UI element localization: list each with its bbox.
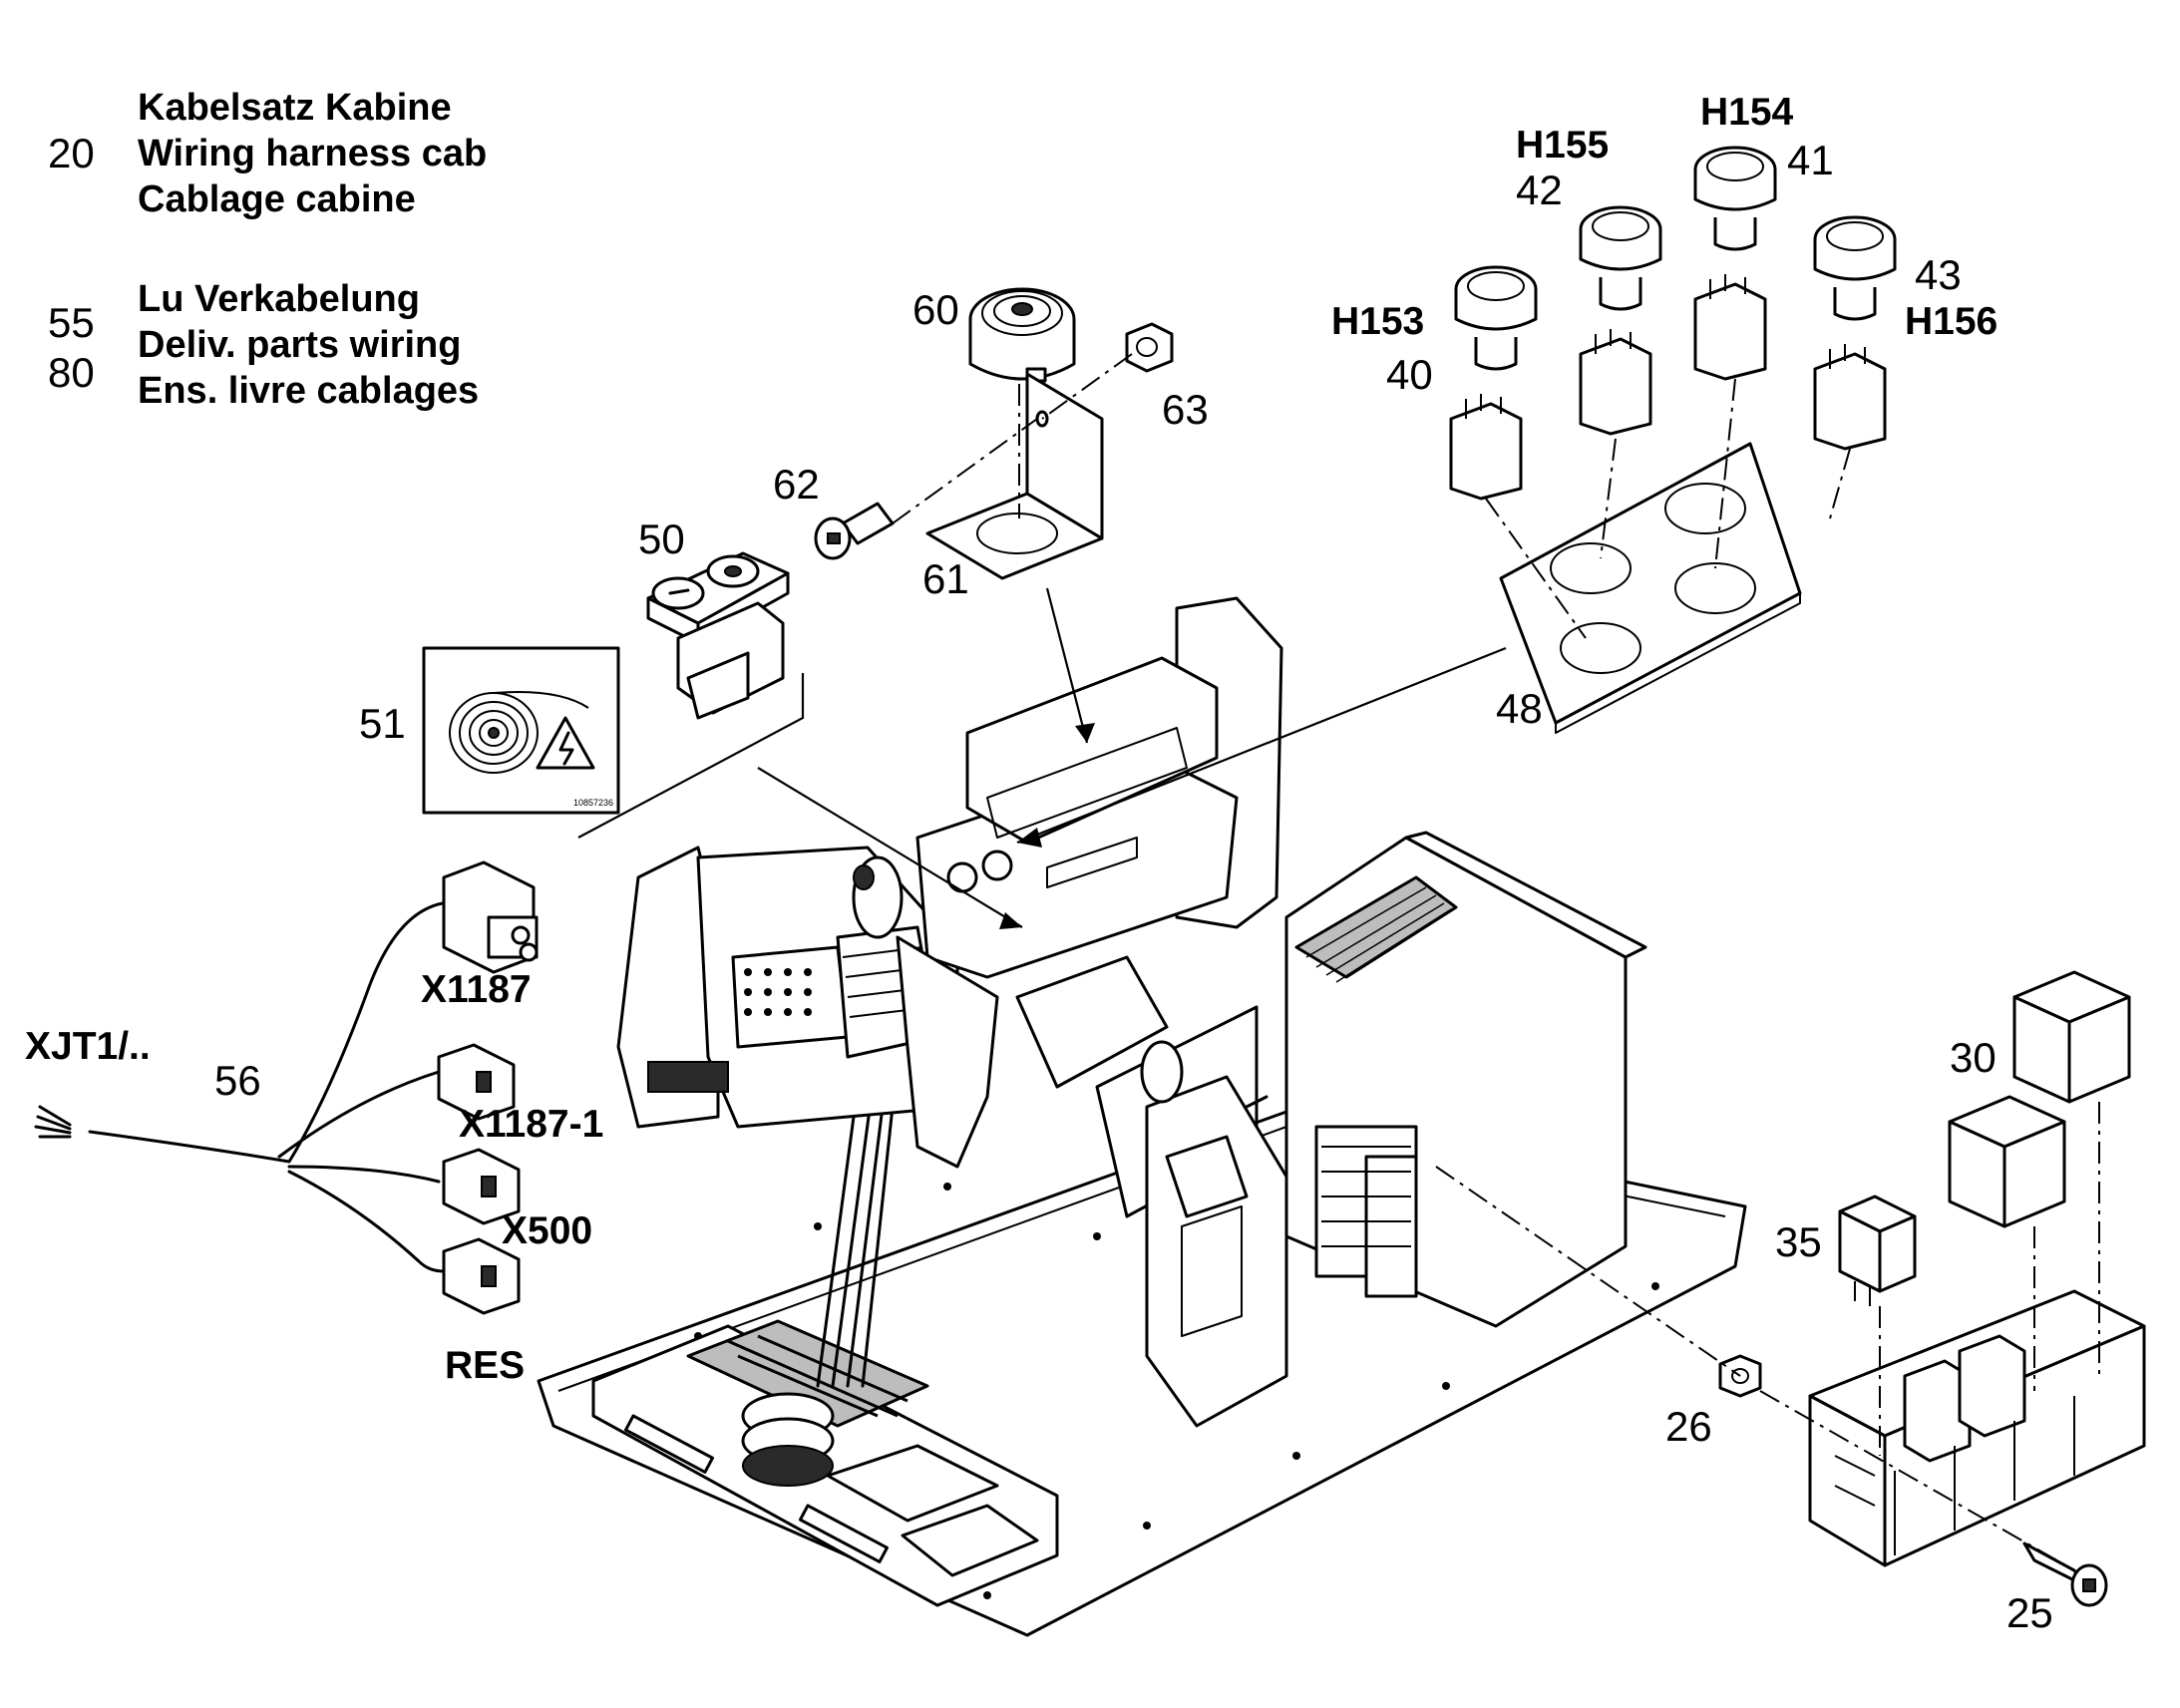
legend-item-20-line-de: Kabelsatz Kabine [138,87,452,129]
connector-x500 [442,1148,521,1225]
part-label-51: 51 [359,700,406,747]
legend: 20 Kabelsatz Kabine Wiring harness cab C… [48,87,487,412]
legend-item-20-number: 20 [48,130,95,176]
part-label-26: 26 [1665,1403,1712,1450]
part-label-63: 63 [1162,386,1209,433]
part-30-relay-lower [1948,1095,2066,1228]
part-label-56: 56 [214,1057,261,1104]
part-62-screw [814,502,895,560]
connector-x1187-1 [437,1043,516,1121]
part-label-50: 50 [638,515,685,562]
part-label-30: 30 [1950,1034,1997,1081]
part-label-48: 48 [1496,685,1543,732]
lamp-code-h156: H156 [1905,300,1998,343]
leader-lines [577,587,1507,929]
lamp-code-h153: H153 [1331,300,1424,343]
connector-label-x500: X500 [502,1209,592,1252]
part-label-25: 25 [2006,1589,2053,1636]
part-label-62: 62 [773,461,820,508]
part-40-lamp-button [1449,265,1538,501]
part-41-lamp-button [1693,146,1777,381]
warning-sticker-code: 10857236 [573,798,613,808]
warning-lightning-icon [536,716,595,770]
legend-item-55-line-fr: Ens. livre cablages [138,370,479,412]
legend-item-55-line-en: Deliv. parts wiring [138,324,461,366]
legend-item-55-line-de: Lu Verkabelung [138,278,420,320]
pedal-assembly [591,1085,1059,1607]
part-50-switch [646,551,790,720]
part-35-relay [1838,1195,1917,1306]
legend-item-20-line-fr: Cablage cabine [138,178,416,220]
legend-item-80-number: 80 [48,349,95,396]
part-43-lamp-button [1813,215,1897,451]
part-42-lamp-button [1579,205,1662,436]
xjt1-plug-icon [34,1105,72,1139]
lamp-code-h155: H155 [1516,124,1609,167]
relay-base-40 [1449,394,1523,501]
part-63-nut [1125,322,1174,373]
part-61-bracket [925,372,1104,580]
cab-electrical-block [1140,831,1647,1428]
part-48-panel-plate [1499,442,1802,734]
part-label-61: 61 [922,555,969,602]
part-label-60: 60 [912,286,959,333]
cable-coil-icon [449,691,589,774]
part-label-43: 43 [1915,251,1962,298]
part-label-35: 35 [1775,1218,1822,1265]
connector-label-x1187: X1187 [421,968,532,1011]
top-console [965,656,1219,845]
lamp-code-h154: H154 [1700,91,1794,134]
connector-label-xjt1: XJT1/.. [25,1025,151,1068]
part-30-relay-upper [2012,970,2131,1104]
buzzer-icon [1011,302,1033,316]
assembly-lines [892,353,2100,1571]
part-56-wiring-harness [34,860,539,1315]
part-51-warning-sticker: 10857236 [422,646,620,815]
part-25-screw [2022,1541,2108,1607]
legend-item-55-number: 55 [48,299,95,346]
part-60-buzzer [968,287,1076,383]
connector-res [442,1237,521,1315]
connector-label-res: RES [445,1344,525,1387]
part-label-41: 41 [1787,137,1834,183]
part-label-40: 40 [1386,351,1433,398]
relay-socket-block [1808,1289,2146,1567]
connector-x1187 [442,860,539,974]
legend-item-20-line-en: Wiring harness cab [138,133,487,174]
part-label-42: 42 [1516,167,1563,213]
connector-label-x1187-1: X1187-1 [459,1103,603,1146]
